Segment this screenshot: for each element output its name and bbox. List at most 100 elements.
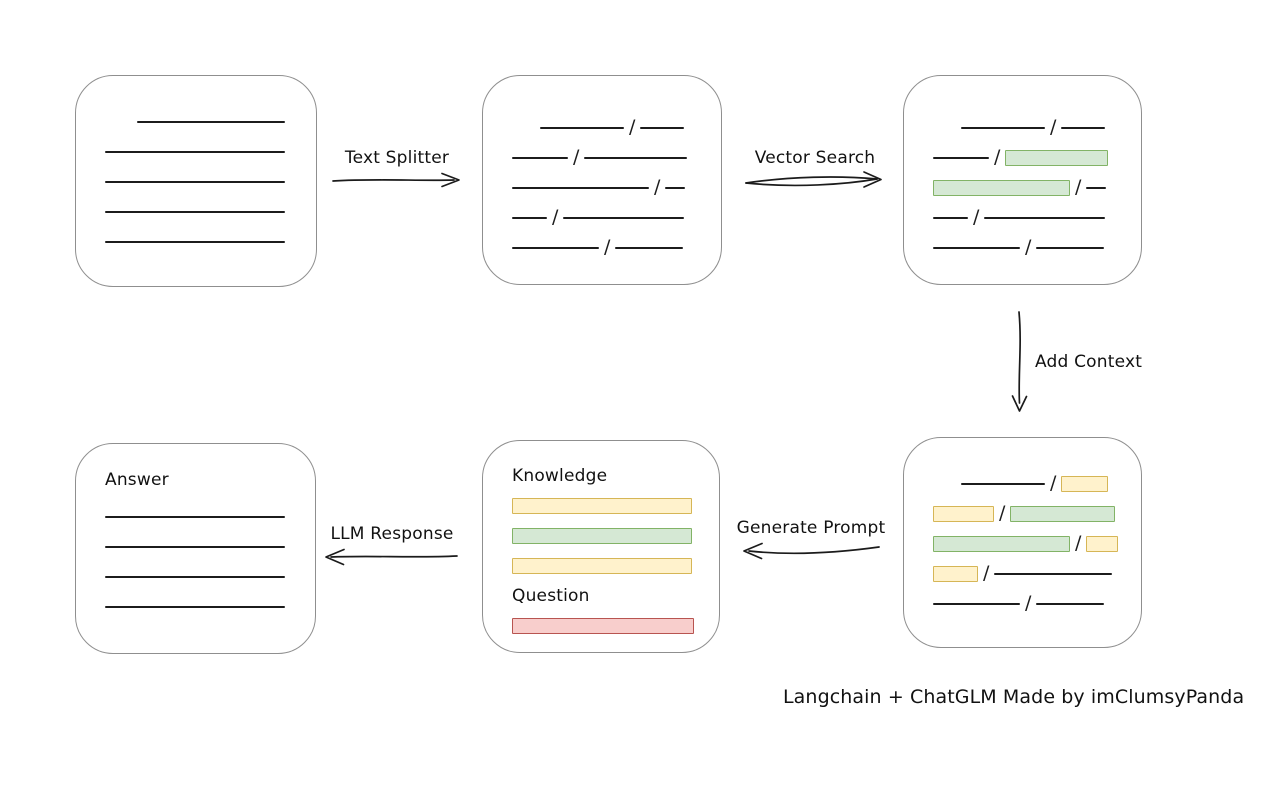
box-row — [105, 167, 308, 197]
chunk-separator: / — [983, 562, 990, 584]
vector-search-label: Vector Search — [754, 148, 876, 168]
green-chunk-chip — [1010, 506, 1116, 522]
box-row: / — [512, 113, 713, 143]
box-row — [512, 521, 711, 551]
text-splitter-arrow — [332, 172, 460, 188]
yellow-chunk-chip — [512, 498, 692, 514]
box-row: / — [512, 173, 713, 203]
box-row — [512, 611, 711, 641]
box-row: / — [933, 203, 1133, 233]
yellow-chunk-chip — [933, 506, 994, 522]
box-row — [105, 137, 308, 167]
box-row: Knowledge — [512, 461, 711, 491]
text-line — [640, 127, 685, 129]
box-row — [105, 502, 307, 532]
text-line — [512, 217, 547, 219]
yellow-chunk-chip — [512, 558, 692, 574]
yellow-chunk-chip — [1086, 536, 1119, 552]
chunk-separator: / — [629, 116, 636, 138]
chunk-separator: / — [1075, 532, 1082, 554]
text-line — [105, 546, 285, 548]
green-chunk-chip — [1005, 150, 1109, 166]
yellow-chunk-chip — [1061, 476, 1109, 492]
text-line — [105, 181, 285, 183]
split-chunks-box: / / / / / — [482, 75, 722, 285]
text-line — [512, 157, 568, 159]
box-row: / — [512, 203, 713, 233]
chunk-separator: / — [552, 206, 559, 228]
box-row: Answer — [105, 458, 307, 502]
box-row: Question — [512, 581, 711, 611]
text-line — [665, 187, 686, 189]
chunk-separator: / — [1025, 236, 1032, 258]
credit-caption: Langchain + ChatGLM Made by imClumsyPand… — [783, 686, 1245, 708]
text-line — [1061, 127, 1106, 129]
context-chunks-box: / / / / / — [903, 437, 1142, 648]
green-chunk-chip — [933, 536, 1070, 552]
chunk-separator: / — [1075, 176, 1082, 198]
box-row: / — [933, 233, 1133, 263]
generate-prompt-label: Generate Prompt — [736, 518, 886, 538]
text-line — [984, 217, 1106, 219]
text-line — [105, 211, 285, 213]
box-row: / — [512, 143, 713, 173]
box-row: / — [512, 233, 713, 263]
llm-response-label: LLM Response — [330, 524, 454, 544]
chunk-separator: / — [1050, 116, 1057, 138]
text-line — [994, 573, 1113, 575]
text-line — [540, 127, 624, 129]
text-line — [1036, 603, 1105, 605]
box-row: / — [933, 143, 1133, 173]
vector-matched-chunks-box: / / / / / — [903, 75, 1142, 285]
green-chunk-chip — [933, 180, 1070, 196]
source-document-box — [75, 75, 317, 287]
add-context-label: Add Context — [1035, 352, 1143, 372]
text-line — [961, 127, 1045, 129]
box-label: Question — [512, 586, 590, 606]
chunk-separator: / — [973, 206, 980, 228]
box-row: / — [933, 559, 1133, 589]
box-row — [105, 532, 307, 562]
add-context-arrow — [1011, 311, 1028, 412]
chunk-separator: / — [604, 236, 611, 258]
box-row — [105, 562, 307, 592]
text-line — [105, 576, 285, 578]
box-row: / — [933, 173, 1133, 203]
chunk-separator: / — [1050, 472, 1057, 494]
red-chunk-chip — [512, 618, 694, 634]
box-label: Answer — [105, 470, 169, 490]
text-line — [933, 247, 1020, 249]
text-line — [1036, 247, 1105, 249]
chunk-separator: / — [654, 176, 661, 198]
box-row: / — [933, 529, 1133, 559]
vector-search-arrow — [745, 171, 882, 188]
text-line — [615, 247, 684, 249]
text-line — [512, 247, 599, 249]
text-line — [105, 606, 285, 608]
box-row: / — [933, 499, 1133, 529]
text-line — [105, 241, 285, 243]
text-line — [512, 187, 649, 189]
answer-box: Answer — [75, 443, 316, 654]
box-row: / — [933, 113, 1133, 143]
box-row — [105, 197, 308, 227]
text-line — [563, 217, 685, 219]
text-line — [961, 483, 1045, 485]
box-row — [512, 491, 711, 521]
text-line — [105, 516, 285, 518]
text-line — [933, 157, 989, 159]
green-chunk-chip — [512, 528, 692, 544]
chunk-separator: / — [1025, 592, 1032, 614]
chunk-separator: / — [994, 146, 1001, 168]
text-line — [584, 157, 688, 159]
yellow-chunk-chip — [933, 566, 978, 582]
box-row — [105, 592, 307, 622]
llm-response-arrow — [325, 548, 458, 566]
text-line — [105, 151, 285, 153]
text-line — [933, 217, 968, 219]
box-row — [105, 227, 308, 257]
text-line — [137, 121, 285, 123]
box-row — [512, 551, 711, 581]
